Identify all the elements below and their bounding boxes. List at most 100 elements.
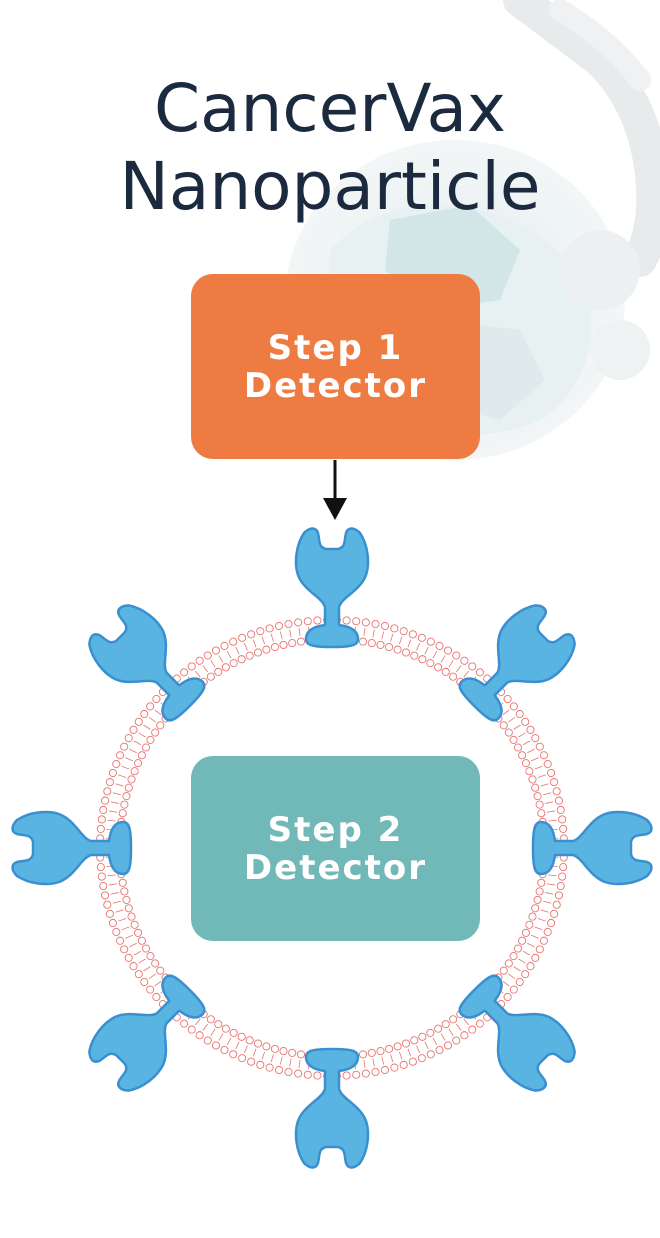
lipid-head	[535, 742, 544, 751]
lipid-head	[134, 759, 143, 768]
lipid-tail	[121, 926, 130, 931]
lipid-head	[531, 734, 540, 743]
lipid-tail	[143, 724, 151, 730]
lipid-head	[141, 944, 151, 953]
lipid-head	[180, 668, 189, 677]
lipid-tail	[118, 918, 127, 922]
lipid-head	[408, 1057, 417, 1066]
lipid-tail	[456, 665, 462, 673]
lipid-head	[399, 627, 408, 636]
lipid-head	[426, 1028, 435, 1037]
lipid-head	[528, 912, 537, 921]
lipid-tail	[107, 874, 116, 877]
lipid-tail	[363, 1059, 366, 1068]
lipid-head	[296, 637, 306, 646]
lipid-head	[134, 928, 143, 937]
lipid-tail	[407, 1048, 412, 1057]
lipid-head	[547, 918, 556, 928]
lipid-head	[531, 953, 540, 962]
lipid-head	[533, 895, 542, 904]
lipid-head	[401, 1039, 411, 1048]
lipid-head	[214, 667, 223, 676]
lipid-tail	[399, 1051, 403, 1060]
lipid-tail	[289, 1058, 292, 1067]
lipid-tail	[194, 1018, 201, 1026]
lipid-tail	[381, 1056, 385, 1065]
lipid-head	[417, 1054, 426, 1063]
lipid-head	[342, 1071, 351, 1080]
lipid-tail	[138, 732, 146, 738]
lipid-head	[552, 900, 561, 909]
lipid-head	[99, 881, 108, 891]
lipid-head	[146, 735, 155, 744]
lipid-head	[556, 881, 565, 891]
lipid-head	[303, 617, 312, 626]
lipid-head	[408, 630, 417, 639]
lipid-tail	[513, 966, 521, 972]
lipid-head	[525, 920, 534, 929]
lipid-tail	[279, 631, 283, 640]
lipid-head	[410, 1036, 419, 1045]
lipid-tail	[432, 650, 438, 659]
lipid-tail	[125, 757, 133, 762]
lipid-head	[552, 787, 561, 796]
lipid-head	[518, 751, 527, 760]
lipid-head	[296, 1050, 306, 1059]
lipid-tail	[218, 655, 224, 663]
lipid-tail	[527, 942, 535, 948]
lipid-tail	[548, 819, 557, 822]
lipid-head	[499, 721, 508, 730]
lipid-head	[238, 633, 247, 642]
lipid-tail	[508, 973, 516, 979]
lipid-head	[294, 618, 303, 627]
lipid-head	[426, 1050, 435, 1059]
lipid-head	[550, 778, 559, 787]
lipid-head	[452, 651, 461, 660]
lipid-tail	[548, 874, 557, 877]
lipid-head	[146, 985, 155, 994]
lipid-head	[352, 1070, 361, 1079]
lipid-tail	[543, 900, 552, 904]
lipid-head	[151, 728, 160, 737]
lipid-tail	[440, 1033, 446, 1041]
lipid-head	[535, 945, 544, 954]
lipid-head	[547, 768, 556, 778]
lipid-tail	[448, 1028, 454, 1036]
lipid-head	[220, 1046, 229, 1055]
lipid-head	[417, 633, 426, 642]
lipid-tail	[138, 958, 146, 964]
lipid-head	[270, 643, 279, 652]
lipid-tail	[252, 639, 257, 648]
lipid-head	[303, 1070, 312, 1079]
lipid-head	[526, 962, 535, 971]
receptor-icon	[79, 595, 217, 733]
lipid-head	[203, 1036, 212, 1045]
lipid-head	[124, 953, 133, 962]
lipid-head	[103, 787, 112, 796]
lipid-tail	[363, 628, 366, 637]
lipid-head	[518, 936, 527, 945]
lipid-head	[279, 1047, 288, 1056]
lipid-head	[256, 1060, 265, 1069]
lipid-head	[151, 959, 160, 968]
lipid-tail	[202, 665, 208, 673]
lipid-head	[108, 918, 117, 928]
lipid-head	[526, 725, 535, 734]
lipid-head	[137, 751, 146, 760]
lipid-tail	[298, 628, 301, 637]
lipid-head	[288, 639, 297, 648]
lipid-head	[521, 928, 530, 937]
lipid-head	[253, 1039, 263, 1048]
lipid-tail	[448, 660, 454, 668]
lipid-tail	[540, 909, 549, 913]
lipid-head	[130, 767, 139, 776]
lipid-head	[513, 743, 523, 752]
lipid-head	[238, 1054, 247, 1063]
lipid-tail	[202, 1023, 208, 1031]
lipid-head	[452, 1036, 461, 1045]
lipid-tail	[518, 958, 526, 964]
lipid-tail	[456, 1023, 462, 1031]
lipid-head	[418, 655, 427, 664]
lipid-head	[229, 1050, 238, 1059]
lipid-head	[105, 909, 114, 918]
